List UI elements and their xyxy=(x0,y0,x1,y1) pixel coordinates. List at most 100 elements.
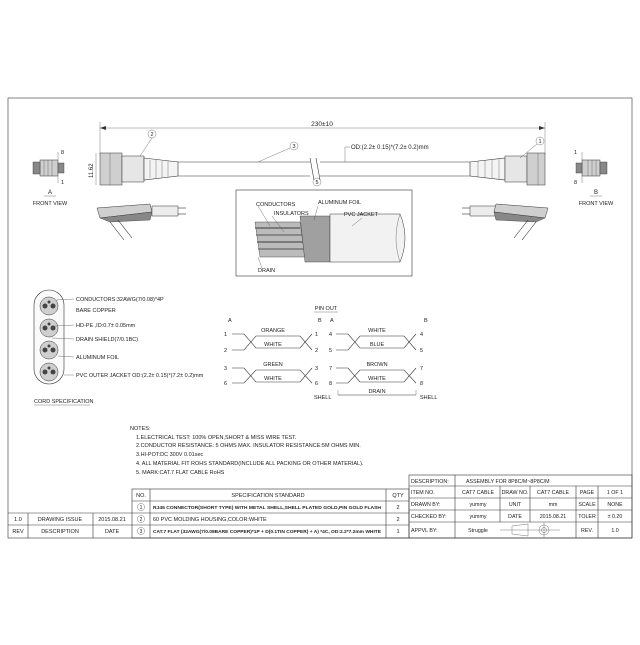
pair3-left-color: GREEN xyxy=(263,362,283,368)
pair1-left-color: ORANGE xyxy=(261,328,285,334)
tb-item-no: CAT7 CABLE xyxy=(462,490,494,496)
tb-unit-label: UNIT xyxy=(509,502,522,508)
height-dimension: 11.62 xyxy=(89,163,95,178)
tb-scale: NONE xyxy=(607,502,623,508)
pin-a-1: 1 xyxy=(224,332,227,338)
bom-header-qty: QTY xyxy=(392,493,404,499)
rev-header-rev: REV xyxy=(12,529,24,535)
pinout-diagram: PIN OUT A B A B 1 1 2 2 ORANGE WHITE 4 4… xyxy=(224,306,437,401)
end-a-pin-top: 8 xyxy=(61,150,64,156)
detail-insulators-label: INSULATORS xyxy=(274,211,309,217)
pin-a-2: 2 xyxy=(224,348,227,354)
bom-row-2-qty: 2 xyxy=(396,517,399,523)
rev-date: 2015.08.21 xyxy=(98,517,126,523)
tb-description-label: DESCRIPTION: xyxy=(411,479,449,485)
bom-row-2-no: 2 xyxy=(140,517,143,523)
shell-right-label: SHELL xyxy=(420,395,437,401)
tb-date: 2015.08.21 xyxy=(540,514,567,520)
pair2-right-color: BLUE xyxy=(370,342,385,348)
tb-checked-label: CHECKED BY: xyxy=(411,514,447,520)
tb-toler: ± 0.20 xyxy=(608,514,623,520)
end-b-letter: B xyxy=(594,190,598,196)
tb-rev: 1.0 xyxy=(611,528,618,534)
rev-header-date: DATE xyxy=(105,529,120,535)
bom-row-1-spec: RJ45 CONNECTOR(SHORT TYPE) WITH METAL SH… xyxy=(153,505,381,510)
note-5: 5. MARK:CAT.7 FLAT CABLE RoHS xyxy=(136,470,225,476)
detail-drain-label: DRAIN xyxy=(258,268,275,274)
cord-spec-foil: ALUMINUM FOIL xyxy=(76,355,119,361)
pinout-title: PIN OUT xyxy=(315,306,338,312)
title-block: DESCRIPTION: ASSEMBLY FOR 8P8C/M~8P8C/M … xyxy=(408,474,633,539)
projection-symbol xyxy=(500,522,560,538)
tb-rev-label: REV. xyxy=(581,528,593,534)
end-b-pin-top: 1 xyxy=(574,150,577,156)
end-b-caption: FRONT VIEW xyxy=(579,201,614,207)
bom-table: NO. SPECIFICATION STANDARD QTY 1 RJ45 CO… xyxy=(131,488,410,539)
tb-page-label: PAGE xyxy=(580,490,595,496)
bom-row-1-no: 1 xyxy=(140,505,143,511)
pin-b-3: 3 xyxy=(315,366,318,372)
balloon-1: 1 xyxy=(538,139,541,145)
bom-row-3-spec: CAT.7 FLAT (32AWG(7/0.08BARE COPPER)*1P … xyxy=(153,529,381,534)
cord-spec-jacket: PVC OUTER JACKET OD:(2.2± 0.15)*(7.2± 0.… xyxy=(76,373,204,379)
right-side-view xyxy=(462,203,549,241)
pin-a-6: 6 xyxy=(224,381,227,387)
pin-b-6: 6 xyxy=(315,381,318,387)
detail-jacket-label: PVC JACKET xyxy=(344,212,379,218)
tb-toler-label: TOLER xyxy=(578,514,596,520)
tb-date-label: DATE xyxy=(508,514,522,520)
tb-page: 1 OF 1 xyxy=(607,490,623,496)
pin-b-1: 1 xyxy=(315,332,318,338)
pin-c-8: 8 xyxy=(329,381,332,387)
pin-b-2: 2 xyxy=(315,348,318,354)
note-3: 3.HI-POT:DC 300V 0.01sec xyxy=(136,452,204,458)
tb-drw-no: CAT7 CABLE xyxy=(537,490,569,496)
pin-a-3: 3 xyxy=(224,366,227,372)
cable-detail: CONDUCTORS INSULATORS ALUMINUM FOIL PVC … xyxy=(235,189,413,277)
pin-d-5: 5 xyxy=(420,348,423,354)
revision-block: 1.0 DRAWING ISSUE 2015.08.21 REV DESCRIP… xyxy=(8,512,132,538)
bom-row-1-qty: 2 xyxy=(396,505,399,511)
tb-checked: yummy xyxy=(469,514,486,520)
pin-c-7: 7 xyxy=(329,366,332,372)
rev-value: 1.0 xyxy=(14,517,22,523)
bom-row-3-qty: 1 xyxy=(396,529,399,535)
pinout-col-b-right: B xyxy=(424,318,428,324)
note-2: 2.CONDUCTOR RESISTANCE: 5 OHMS MAX. INSU… xyxy=(136,443,361,449)
pin-c-5: 5 xyxy=(329,348,332,354)
notes-title: NOTES: xyxy=(130,426,151,432)
pair1-right-color: WHITE xyxy=(264,342,282,348)
left-side-view xyxy=(96,203,186,241)
cord-spec-drain: DRAIN SHIELD(7/0.1BC) xyxy=(76,337,138,343)
tb-drawn: yummy xyxy=(469,502,486,508)
rev-description: DRAWING ISSUE xyxy=(38,517,83,523)
pair4-left-color: BROWN xyxy=(366,362,387,368)
tb-unit: mm xyxy=(549,502,558,508)
cable-od-label: OD:(2.2± 0.15)*(7.2± 0.2)mm xyxy=(351,145,429,151)
balloon-3: 3 xyxy=(292,144,295,150)
tb-description: ASSEMBLY FOR 8P8C/M~8P8C/M xyxy=(466,479,550,485)
bom-row-2-spec: 60 PVC MOLDING HOUSING,COLOR:WHITE xyxy=(153,517,267,523)
pair4-right-color: WHITE xyxy=(368,376,386,382)
cord-spec-insulation: HD-PE ,ID:0.7± 0.05mm xyxy=(76,323,136,329)
pair2-left-color: WHITE xyxy=(368,328,386,334)
tb-approved: Struggle xyxy=(468,528,488,534)
drain-label: DRAIN xyxy=(368,389,385,395)
pin-d-8: 8 xyxy=(420,381,423,387)
cable-assembly: 230±10 11.62 OD:(2.2± 0.15)*(7.2± 0.2)mm… xyxy=(89,121,546,187)
detail-frame xyxy=(235,189,413,277)
pin-c-4: 4 xyxy=(329,332,332,338)
front-view-a: 8 1 A FRONT VIEW xyxy=(33,150,68,207)
end-a-pin-bottom: 1 xyxy=(61,180,64,186)
tb-drawn-label: DRAWN BY: xyxy=(411,502,441,508)
note-1: 1.ELECTRICAL TEST: 100% OPEN,SHORT & MIS… xyxy=(136,435,297,441)
notes: NOTES: 1.ELECTRICAL TEST: 100% OPEN,SHOR… xyxy=(130,426,364,476)
cord-spec-bare-copper: BARE COPPER xyxy=(76,308,116,314)
bom-header-no: NO. xyxy=(136,493,146,499)
pinout-col-b-left: B xyxy=(318,318,322,324)
bom-header-spec: SPECIFICATION STANDARD xyxy=(231,493,304,499)
bom-row-3-no: 3 xyxy=(140,529,143,535)
right-boot xyxy=(469,157,506,181)
